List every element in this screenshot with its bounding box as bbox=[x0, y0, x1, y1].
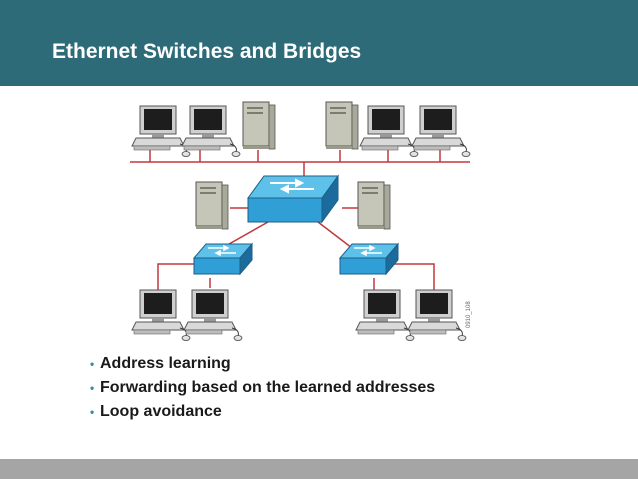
footer-bar bbox=[0, 459, 638, 479]
workstation-icon bbox=[407, 289, 467, 341]
server-icon bbox=[195, 181, 229, 230]
left-lan-cables bbox=[157, 263, 211, 292]
bullet-item: • Forwarding based on the learned address… bbox=[78, 376, 435, 400]
workstation-icon bbox=[411, 105, 471, 157]
workgroup-switch-icon bbox=[247, 175, 339, 223]
slide-title: Ethernet Switches and Bridges bbox=[52, 40, 362, 63]
bullet-item: • Address learning bbox=[78, 352, 435, 376]
workstation-icon bbox=[183, 289, 243, 341]
bullet-icon: • bbox=[90, 405, 95, 419]
workstation-icon bbox=[181, 105, 241, 157]
server-icon bbox=[357, 181, 391, 230]
top-drop-cables bbox=[149, 150, 441, 162]
figure-code: 0910_108 bbox=[466, 301, 472, 328]
title-bar: Ethernet Switches and Bridges bbox=[0, 0, 638, 86]
workstation-icon bbox=[131, 105, 191, 157]
bullet-text: Forwarding based on the learned addresse… bbox=[100, 379, 436, 396]
workstation-icon bbox=[355, 289, 415, 341]
bullet-list: • Address learning • Forwarding based on t… bbox=[78, 352, 435, 424]
server-icon bbox=[242, 101, 276, 150]
right-lan-cables bbox=[373, 263, 435, 292]
server-icon bbox=[325, 101, 359, 150]
workgroup-switch-icon bbox=[339, 243, 399, 275]
workstation-icon bbox=[359, 105, 419, 157]
bullet-icon: • bbox=[90, 357, 95, 371]
bullet-text: Address learning bbox=[100, 355, 231, 372]
workgroup-switch-icon bbox=[193, 243, 253, 275]
workstation-icon bbox=[131, 289, 191, 341]
bullet-text: Loop avoidance bbox=[100, 403, 222, 420]
network-diagram: 0910_108 bbox=[130, 101, 472, 341]
bullet-item: • Loop avoidance bbox=[78, 400, 435, 424]
lan-cables bbox=[130, 150, 470, 292]
bullet-icon: • bbox=[90, 381, 95, 395]
